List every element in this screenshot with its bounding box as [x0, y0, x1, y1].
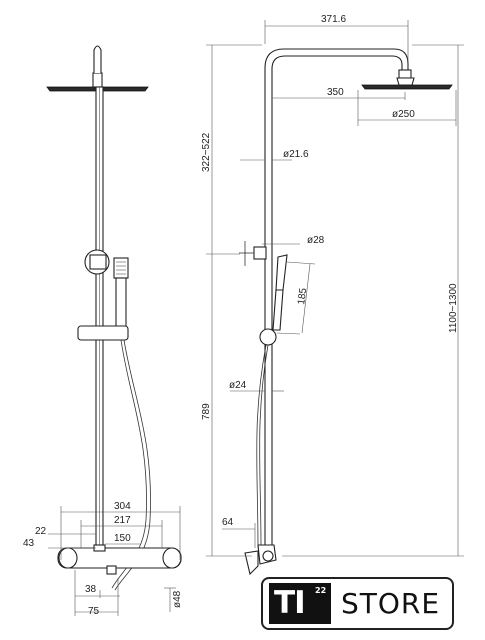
dim-43: 43 [23, 538, 35, 549]
dim-250: ø250 [392, 109, 415, 120]
head-connector-side [398, 69, 412, 79]
store-logo: TI 22 STORE [261, 577, 454, 630]
front-view [46, 45, 182, 616]
slide-holder-side [259, 328, 277, 346]
dim-185: 185 [296, 287, 309, 305]
dim-1100-1300: 1100~1300 [448, 283, 459, 333]
logo-superscript: 22 [315, 586, 327, 595]
hand-shower-handle-side [272, 289, 284, 331]
dim-789: 789 [201, 403, 212, 420]
dim-38: 38 [85, 584, 97, 595]
dim-371-6: 371.6 [321, 14, 346, 25]
mixer-handle-right-front [162, 547, 182, 569]
dim-350: 350 [327, 87, 344, 98]
dim-64: 64 [222, 517, 234, 528]
mixer-handle-left-front [58, 547, 78, 569]
dim-21-6: ø21.6 [283, 149, 309, 160]
logo-mark: TI [274, 585, 306, 621]
head-swivel-front [93, 45, 102, 73]
logo-badge: TI 22 [269, 583, 331, 624]
wall-bracket-side [253, 246, 267, 260]
dim-22: 22 [35, 526, 47, 537]
dim-217: 217 [114, 515, 131, 526]
logo-wordmark: STORE [341, 587, 441, 620]
dim-48: ø48 [172, 590, 183, 608]
dim-322-522: 322~522 [201, 132, 212, 172]
hand-shower-head-side [275, 254, 288, 291]
dim-304: 304 [114, 501, 131, 512]
dim-28: ø28 [307, 235, 325, 246]
side-view [206, 20, 464, 576]
dim-24: ø24 [229, 380, 247, 391]
hand-shower-handle-front [115, 277, 127, 329]
hand-shower-head-front [113, 257, 129, 279]
riser-and-arm-side [264, 48, 409, 554]
dim-75: 75 [88, 606, 100, 617]
slide-holder-front [77, 325, 129, 341]
head-connector-front [92, 72, 103, 88]
hose-side [256, 344, 267, 549]
dim-150: 150 [114, 533, 131, 544]
rain-head-side [361, 84, 453, 90]
